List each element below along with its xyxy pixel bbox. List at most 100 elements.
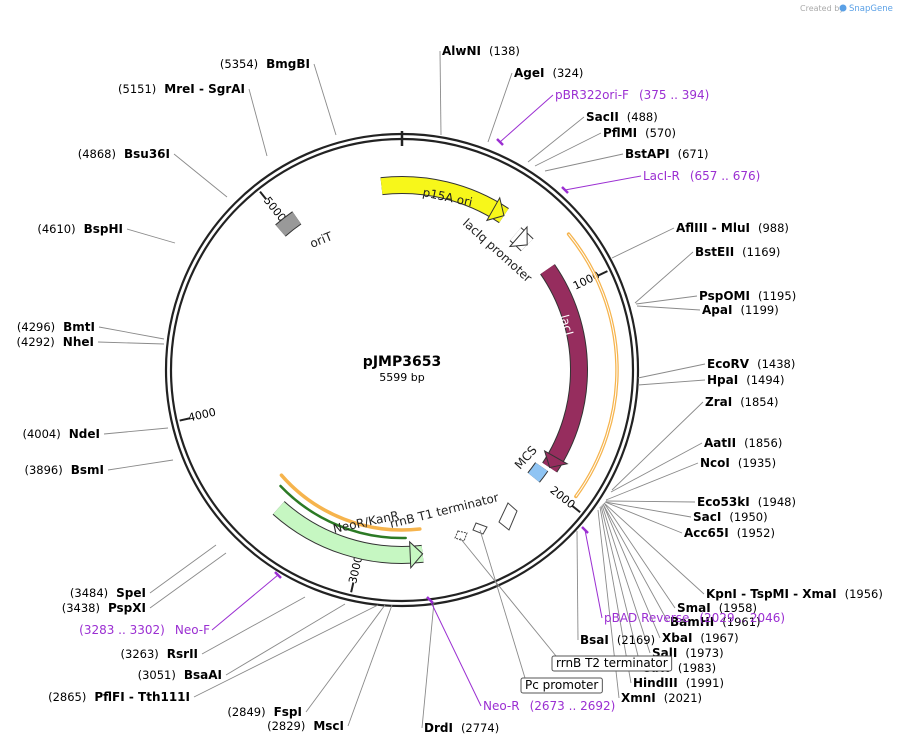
primer-label: pBR322ori-F(375 .. 394) (555, 88, 709, 102)
site-position: (1961) (722, 615, 760, 629)
site-label: (4868)Bsu36I (78, 147, 170, 161)
site-leader (107, 459, 174, 471)
site-position: (5354) (220, 57, 258, 71)
plasmid-size: 5599 bp (379, 371, 424, 384)
site-label: KpnI - TspMI - XmaI(1956) (706, 587, 883, 601)
site-label: BstEII (1169) (695, 245, 780, 259)
site-leader (636, 305, 701, 311)
site-name: BamHI (670, 615, 714, 629)
site-name: Eco53kI (697, 495, 750, 509)
site-name: PflMI (603, 126, 637, 140)
site-leader (534, 132, 602, 167)
site-position: (2169) (617, 633, 655, 647)
site-position: (4296) (17, 320, 55, 334)
site-labels: AlwNI(138)AgeI(324)SacII(488)PflMI(570)B… (17, 44, 883, 735)
site-name: SpeI (116, 586, 146, 600)
site-name: BstAPI (625, 147, 670, 161)
site-position: (4610) (37, 222, 75, 236)
site-position: (2774) (461, 721, 499, 735)
site-name: Acc65I (684, 526, 729, 540)
site-label: ApaI (1199) (702, 303, 779, 317)
site-label: (2829)MscI (267, 719, 344, 733)
site-name: RsrII (167, 647, 198, 661)
boxed-feature-frame (520, 677, 603, 694)
site-name: SacII (586, 110, 619, 124)
pc-promoter-glyph (472, 522, 488, 535)
site-leader (600, 505, 642, 669)
site-position: (1973) (685, 646, 723, 660)
site-label: HindIII(1991) (633, 676, 724, 690)
site-label: (4610)BspHI (37, 222, 123, 236)
site-leader (637, 363, 706, 379)
boxed-feature-label: rrnB T2 terminator (556, 656, 668, 670)
tick-mark (597, 270, 608, 277)
site-position: (1195) (758, 289, 796, 303)
site-name: AlwNI (442, 44, 481, 58)
site-label: AatII(1856) (704, 436, 782, 450)
site-name: BstEII (695, 245, 734, 259)
site-position: (324) (552, 66, 583, 80)
site-leader (193, 604, 379, 698)
site-leader (576, 530, 579, 641)
tick-label: 3000 (346, 555, 365, 585)
site-leader (225, 603, 346, 676)
site-leader (305, 604, 386, 713)
site-label: SmaI(1958) (677, 601, 757, 615)
site-leader (421, 601, 435, 729)
site-label: AlwNI (138) (442, 44, 520, 58)
site-position: (138) (489, 44, 520, 58)
site-label: (3438)PspXI (62, 601, 146, 615)
boxed-feature-label: Pc promoter (525, 678, 598, 692)
site-name: PspOMI (699, 289, 750, 303)
site-leader (103, 427, 169, 435)
site-label: BsaI(2169) (580, 633, 655, 647)
boxed-feature-leader (459, 537, 557, 657)
site-leader (611, 401, 704, 491)
primer-name: Neo-F (175, 623, 210, 637)
site-position: (4292) (17, 335, 55, 349)
feature-arrows (272, 176, 588, 570)
site-name: SacI (693, 510, 721, 524)
snapgene-logo-icon (839, 4, 847, 12)
primer-leader (584, 529, 603, 619)
site-name: BsaAI (184, 668, 222, 682)
watermark-created-by: Created by (800, 4, 844, 13)
site-position: (2865) (48, 690, 86, 704)
site-name: HindIII (633, 676, 678, 690)
site-leader (634, 251, 694, 304)
feature-arrowhead (485, 196, 505, 222)
site-position: (3896) (24, 463, 62, 477)
feature-arrowhead (508, 225, 528, 248)
site-position: (3051) (138, 668, 176, 682)
site-leader (602, 503, 669, 623)
site-position: (1199) (740, 303, 778, 317)
site-leader (603, 502, 676, 609)
site-name: XbaI (662, 631, 692, 645)
primer-label: LacI-R(657 .. 676) (643, 169, 760, 183)
site-label: BamHI (1961) (670, 615, 761, 629)
plasmid-name: pJMP3653 (363, 354, 441, 370)
site-leader (604, 501, 683, 534)
site-position: (570) (645, 126, 676, 140)
primer-mark (561, 186, 569, 194)
primer-leader (564, 175, 642, 191)
site-label: DrdI(2774) (424, 721, 499, 735)
primer-name: Neo-R (483, 699, 520, 713)
site-leader (201, 596, 306, 655)
primer-range: (657 .. 676) (690, 169, 760, 183)
boxed-feature-leader (479, 529, 526, 679)
site-position: (1494) (746, 373, 784, 387)
site-position: (1169) (742, 245, 780, 259)
site-name: NheI (63, 335, 94, 349)
feature-arc-p15a-ori (380, 177, 509, 223)
site-name: Bsu36I (124, 147, 170, 161)
site-position: (1948) (758, 495, 796, 509)
site-name: ApaI (702, 303, 732, 317)
site-label: (5151)MreI - SgrAI (118, 82, 245, 96)
site-leader (126, 228, 176, 244)
site-position: (1952) (737, 526, 775, 540)
site-position: (488) (627, 110, 658, 124)
tick-label: 4000 (187, 406, 217, 425)
site-position: (3263) (121, 647, 159, 661)
